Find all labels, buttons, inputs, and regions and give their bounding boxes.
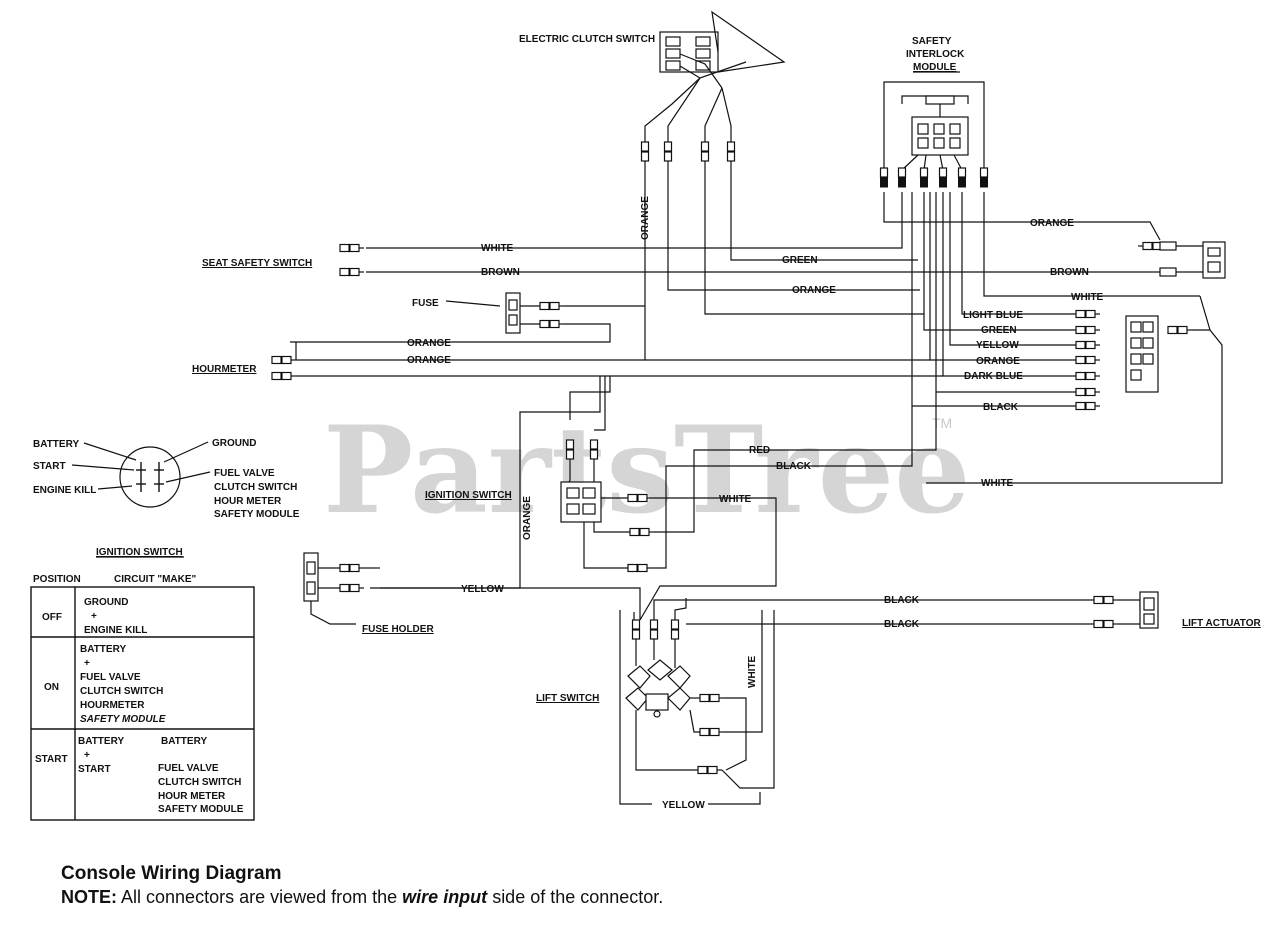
caption-note: NOTE: All connectors are viewed from the… (61, 885, 1161, 909)
label-lift-switch: LIFT SWITCH (536, 693, 599, 704)
fuse (290, 292, 645, 343)
label-safety-line3: MODULE (913, 62, 957, 73)
wire-label-black-act1: BLACK (884, 595, 920, 606)
wire-label-white-right: WHITE (1071, 292, 1104, 303)
label-lift-actuator: LIFT ACTUATOR (1182, 618, 1261, 629)
table-col-position: POSITION (33, 574, 81, 585)
note-emphasis: wire input (402, 887, 488, 907)
table-title: IGNITION SWITCH (96, 547, 183, 558)
wire-label-white-lift: WHITE (747, 655, 758, 688)
note-post: side of the connector. (492, 887, 664, 907)
label-fuse: FUSE (412, 298, 439, 309)
note-pre: All connectors are viewed from the (121, 887, 398, 907)
wire-label-yellow-right: YELLOW (976, 340, 1019, 351)
wire-label-yellow-fuse: YELLOW (461, 584, 504, 595)
lift-actuator (1093, 591, 1159, 629)
note-label: NOTE: (61, 887, 117, 907)
watermark: PartsTree (323, 400, 970, 541)
ignition-switch-table: IGNITION SWITCH POSITION CIRCUIT "MAKE" … (30, 547, 255, 821)
table-row-off-line: GROUND (84, 597, 128, 608)
wire-label-dark-blue: DARK BLUE (964, 371, 1023, 382)
right-multi-connector (926, 295, 1223, 484)
label-ignition-switch: IGNITION SWITCH (425, 490, 512, 501)
table-row-off-line: ENGINE KILL (84, 625, 147, 636)
wire-label-red: RED (749, 445, 770, 456)
label-electric-clutch-switch: ELECTRIC CLUTCH SWITCH (519, 34, 655, 45)
table-row-on-line: BATTERY (80, 644, 126, 655)
ignition-terminal-symbol (71, 441, 211, 508)
table-row-start-left: BATTERY (78, 736, 124, 747)
caption-title: Console Wiring Diagram (61, 863, 282, 884)
label-safety-line1: SAFETY (912, 36, 952, 47)
label-seat-safety-switch: SEAT SAFETY SWITCH (202, 258, 312, 269)
table-row-start-right: SAFETY MODULE (158, 804, 244, 815)
wire-label-orange-hm2: ORANGE (407, 355, 451, 366)
table-row-start-right: CLUTCH SWITCH (158, 777, 241, 788)
table-row-start-left: + (84, 750, 90, 761)
table-row-off-line: + (91, 611, 97, 622)
seat-switch-right (1137, 241, 1226, 279)
term-start: START (33, 461, 66, 472)
fuse-holder (303, 552, 380, 625)
table-row-start-right: BATTERY (161, 736, 207, 747)
lift-switch-body (625, 659, 691, 718)
term-clutch-switch: CLUTCH SWITCH (214, 482, 297, 493)
label-hourmeter: HOURMETER (192, 364, 257, 375)
term-fuel-valve: FUEL VALVE (214, 468, 275, 479)
table-row-start-right: FUEL VALVE (158, 763, 219, 774)
wire-label-light-blue: LIGHT BLUE (963, 310, 1023, 321)
table-row-start-position: START (35, 754, 68, 765)
wire-label-green-right: GREEN (981, 325, 1017, 336)
table-row-on-position: ON (44, 682, 59, 693)
term-engine-kill: ENGINE KILL (33, 485, 96, 496)
table-row-on-line: + (84, 658, 90, 669)
wire-label-orange-hm1: ORANGE (407, 338, 451, 349)
table-row-on-line: CLUTCH SWITCH (80, 686, 163, 697)
table-row-on-line: HOURMETER (80, 700, 145, 711)
table-row-off-position: OFF (42, 612, 62, 623)
wire-label-orange-vertical: ORANGE (640, 196, 651, 240)
electric-clutch-switch (640, 10, 786, 167)
wire-label-brown-right: BROWN (1050, 267, 1089, 278)
wire-label-black-act2: BLACK (884, 619, 920, 630)
wire-label-orange-top: ORANGE (1030, 218, 1074, 229)
wire-label-white-ign: WHITE (719, 494, 752, 505)
label-fuse-holder: FUSE HOLDER (362, 624, 434, 635)
term-ground: GROUND (212, 438, 256, 449)
term-safety-module: SAFETY MODULE (214, 509, 300, 520)
wire-label-black-mid: BLACK (776, 461, 812, 472)
term-hour-meter: HOUR METER (214, 496, 282, 507)
watermark-trademark: TM (932, 415, 952, 431)
diagram-caption: Console Wiring Diagram NOTE: All connect… (61, 862, 1161, 909)
wire-label-yellow-lift: YELLOW (662, 800, 705, 811)
table-row-on-line: SAFETY MODULE (80, 714, 166, 725)
wire-label-green-top: GREEN (782, 255, 818, 266)
wire-label-white-long: WHITE (981, 478, 1014, 489)
wire-label-orange-mid: ORANGE (792, 285, 836, 296)
term-battery: BATTERY (33, 439, 79, 450)
label-safety-line2: INTERLOCK (906, 49, 965, 60)
table-row-start-left: START (78, 764, 111, 775)
wire-label-brown-seat: BROWN (481, 267, 520, 278)
table-row-on-line: FUEL VALVE (80, 672, 141, 683)
table-row-start-right: HOUR METER (158, 791, 226, 802)
safety-interlock-module (879, 81, 989, 188)
wire-label-white-seat: WHITE (481, 243, 514, 254)
wire-label-black-right: BLACK (983, 402, 1019, 413)
wire-label-orange-right: ORANGE (976, 356, 1020, 367)
ignition-switch-body (560, 481, 602, 523)
wire-label-orange-ign: ORANGE (522, 496, 533, 540)
table-col-circuit: CIRCUIT "MAKE" (114, 574, 197, 585)
